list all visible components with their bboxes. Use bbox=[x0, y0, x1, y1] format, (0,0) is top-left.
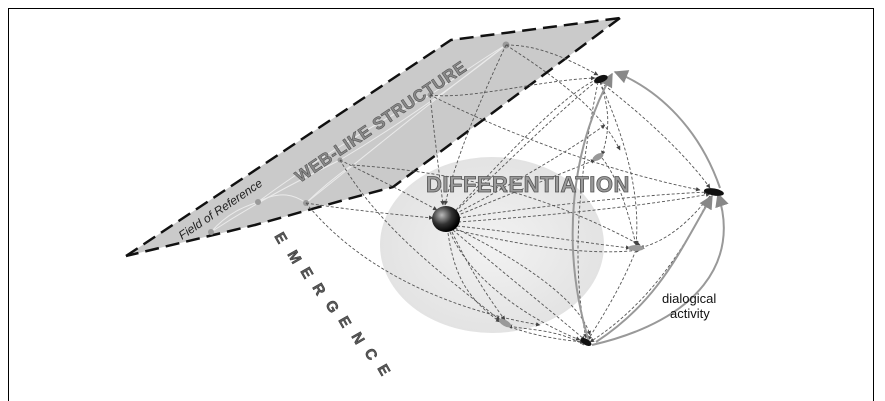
differentiation-label: DIFFERENTIATION bbox=[426, 172, 630, 197]
center-node bbox=[432, 206, 460, 232]
emergence-letter: R bbox=[309, 281, 329, 299]
emergence-label: E M E R G E N C E bbox=[270, 229, 394, 379]
dialogical-arcs bbox=[571, 70, 729, 346]
emergence-letter: G bbox=[322, 298, 343, 317]
emergence-letter: N bbox=[348, 330, 368, 348]
emergence-letter: C bbox=[361, 346, 381, 364]
web-structure bbox=[210, 44, 507, 233]
emergence-letter: E bbox=[297, 265, 317, 282]
emergence-letter: M bbox=[284, 248, 305, 267]
emergence-letter: E bbox=[374, 362, 394, 379]
plane-border-bottom bbox=[125, 16, 621, 258]
dialogical-label-line1: dialogical bbox=[662, 291, 716, 306]
field-of-reference-plane bbox=[126, 18, 620, 256]
plane-to-node-arrows bbox=[305, 44, 701, 327]
emergence-letter: E bbox=[335, 314, 355, 331]
outer-nodes bbox=[498, 74, 724, 346]
figure-frame bbox=[8, 8, 874, 401]
differentiation-cloud bbox=[380, 157, 604, 333]
emergence-letter: E bbox=[271, 230, 291, 247]
center-radial-arrows bbox=[447, 77, 711, 341]
dialogical-label-line2: activity bbox=[670, 306, 710, 321]
plane-border-top bbox=[125, 16, 621, 258]
